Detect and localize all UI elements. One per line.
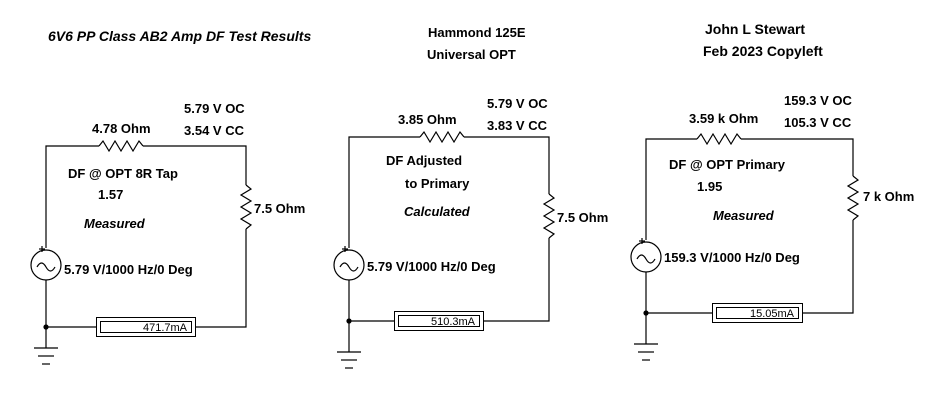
ammeter-reading: 471.7mA: [100, 321, 192, 334]
ammeter-reading: 510.3mA: [398, 315, 480, 328]
page-title: 6V6 PP Class AB2 Amp DF Test Results: [48, 28, 312, 44]
resistor-symbol: [419, 130, 465, 144]
method-label: Measured: [84, 216, 145, 231]
source-label: 5.79 V/1000 Hz/0 Deg: [64, 262, 193, 277]
source-label: 159.3 V/1000 Hz/0 Deg: [664, 250, 800, 265]
resistor-symbol: [542, 193, 556, 239]
voltage-oc-label: 159.3 V OC: [784, 93, 852, 108]
ac-source-symbol: [333, 249, 365, 281]
df-value: 1.57: [98, 187, 124, 202]
voltage-cc-label: 105.3 V CC: [784, 115, 852, 130]
load-resistance-label: 7 k Ohm: [863, 189, 915, 204]
load-resistance-label: 7.5 Ohm: [254, 201, 306, 216]
df-label: DF @ OPT Primary: [669, 157, 785, 172]
df-label-line2: to Primary: [405, 176, 470, 191]
source-label: 5.79 V/1000 Hz/0 Deg: [367, 259, 496, 274]
resistor-symbol: [696, 132, 742, 146]
junction-dot: [43, 324, 49, 330]
source-resistance-label: 4.78 Ohm: [92, 121, 151, 136]
ac-source-symbol: [30, 249, 62, 281]
circuit-1-wiring: [30, 139, 253, 365]
method-label: Measured: [713, 208, 774, 223]
ammeter: 15.05mA: [712, 303, 803, 323]
transformer-type: Universal OPT: [427, 47, 516, 62]
ac-source-symbol: [630, 241, 662, 273]
junction-dot: [643, 310, 649, 316]
load-resistance-label: 7.5 Ohm: [557, 210, 609, 225]
voltage-oc-label: 5.79 V OC: [487, 96, 548, 111]
resistor-symbol: [846, 175, 860, 221]
date-label: Feb 2023 Copyleft: [703, 43, 823, 59]
circuit-2-wiring: [333, 130, 556, 369]
transformer-model: Hammond 125E: [428, 25, 526, 40]
junction-dot: [346, 318, 352, 324]
df-value: 1.95: [697, 179, 723, 194]
circuit-3-wiring: [630, 132, 860, 361]
df-label: DF @ OPT 8R Tap: [68, 166, 178, 181]
source-resistance-label: 3.85 Ohm: [398, 112, 457, 127]
resistor-symbol: [98, 139, 144, 153]
resistor-symbol: [239, 184, 253, 230]
voltage-cc-label: 3.54 V CC: [184, 123, 244, 138]
ammeter-reading: 15.05mA: [716, 307, 799, 320]
df-label: DF Adjusted: [386, 153, 463, 168]
voltage-oc-label: 5.79 V OC: [184, 101, 245, 116]
voltage-cc-label: 3.83 V CC: [487, 118, 547, 133]
ammeter: 510.3mA: [394, 311, 484, 331]
ammeter: 471.7mA: [96, 317, 196, 337]
source-resistance-label: 3.59 k Ohm: [689, 111, 759, 126]
author-name: John L Stewart: [705, 21, 806, 37]
method-label: Calculated: [404, 204, 470, 219]
